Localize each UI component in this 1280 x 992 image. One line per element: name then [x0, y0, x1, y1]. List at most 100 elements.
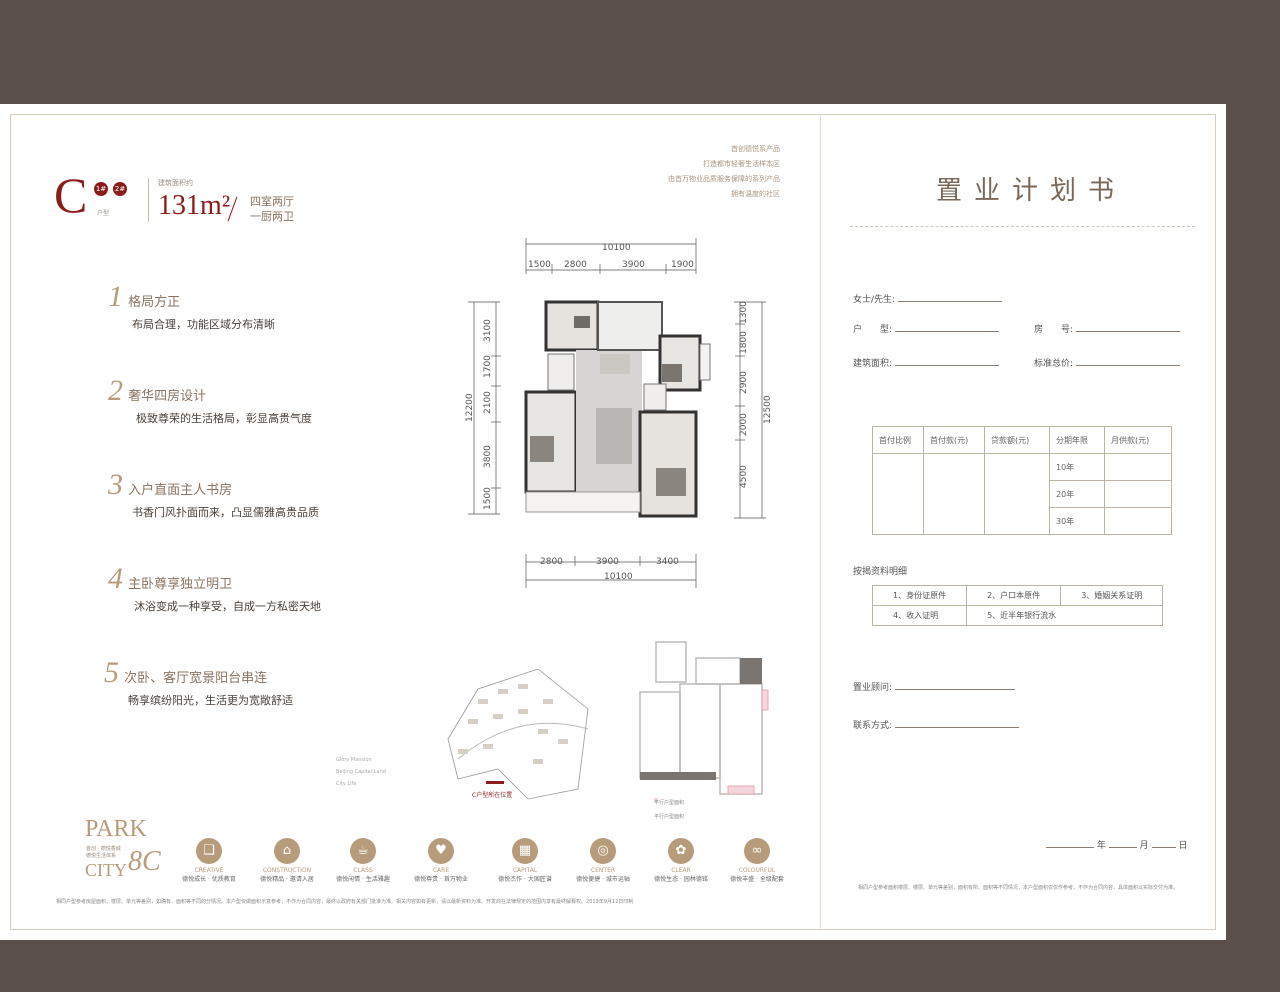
- doc-income: 4、收入证明: [871, 605, 968, 626]
- contact-row: 联系方式:: [853, 718, 1019, 731]
- cell-year-10: 10年: [1049, 453, 1105, 481]
- dim-right-5: 4500: [739, 465, 749, 488]
- th-loan: 贷款额(元): [984, 426, 1050, 454]
- cell-loan[interactable]: [984, 453, 1050, 535]
- plan-title: 置业计划书: [936, 176, 1127, 206]
- type-row: 户 型:: [853, 322, 999, 335]
- area-row: 建筑面积:: [853, 356, 999, 369]
- rings-icon-block: ∞ COLOURFUL 德悦丰盛 · 全级配套: [716, 838, 798, 883]
- cell-monthly-30[interactable]: [1104, 507, 1172, 535]
- room-type-line2: 一厨两卫: [250, 210, 294, 223]
- site-text: Glory Mansion Beijing Capital Land City …: [336, 754, 386, 790]
- feature-desc: 极致尊荣的生活格局，彰显高贵气度: [136, 412, 312, 425]
- client-field[interactable]: [897, 301, 1002, 302]
- th-years: 分期年限: [1049, 426, 1105, 454]
- dim-bottom-3: 3400: [656, 557, 679, 567]
- brand-8c: 8C: [128, 846, 161, 877]
- dim-right-total: 12500: [763, 395, 773, 424]
- center-icon-block: ◎ CENTER 德悦便捷 · 城市运轴: [562, 838, 644, 883]
- total-field[interactable]: [1075, 365, 1180, 366]
- brand-sub: 首创 · 德悦香城 德悦生活体系: [86, 846, 121, 860]
- th-down: 首付款(元): [923, 426, 985, 454]
- site-label: C户型所在位置: [472, 792, 513, 799]
- icon-cn: 德悦闲情 · 生活雅趣: [336, 876, 390, 883]
- dim-left-4: 3800: [483, 445, 493, 468]
- consultant-label: 置业顾问:: [853, 683, 893, 693]
- house-icon: ⌂: [274, 838, 300, 864]
- feature-desc: 布局合理，功能区域分布清晰: [132, 318, 275, 331]
- cell-monthly-20[interactable]: [1104, 480, 1172, 508]
- icon-en: CREATIVE: [194, 867, 224, 874]
- cup-icon-block: ☕ CLASS 德悦闲情 · 生活雅趣: [322, 838, 404, 883]
- feature-title: 入户直面主人书房: [128, 483, 233, 498]
- area-field[interactable]: [894, 365, 999, 366]
- feature-3: 3 入户直面主人书房 书香门风扑面而来，凸显儒雅高贵品质: [108, 468, 319, 520]
- icon-cn: 德悦成长 · 优质教育: [182, 876, 236, 883]
- brand-park: PARK: [85, 816, 147, 842]
- tagline-1: 首创德悦系产品: [731, 145, 780, 153]
- feature-title: 格局方正: [128, 295, 181, 310]
- month-label: 月: [1139, 841, 1149, 851]
- page-frame: [10, 114, 1216, 930]
- feature-desc: 畅享缤纷阳光，生活更为宽敞舒适: [128, 694, 293, 707]
- dim-top-1: 1500: [528, 260, 551, 270]
- room-row: 房 号:: [1034, 322, 1180, 335]
- icon-cn: 德悦丰盛 · 全级配套: [730, 876, 784, 883]
- consultant-field[interactable]: [894, 689, 1015, 690]
- rings-icon: ∞: [744, 838, 770, 864]
- dim-bottom-total: 10100: [604, 572, 633, 582]
- total-row: 标准总价:: [1034, 356, 1180, 369]
- icon-cn: 德悦精品 · 邀请入居: [260, 876, 314, 883]
- book-icon: ❑: [196, 838, 222, 864]
- day-field[interactable]: [1151, 847, 1176, 848]
- legend: 平行户型面积 平行户型面积: [654, 796, 684, 824]
- cell-ratio[interactable]: [872, 453, 924, 535]
- icon-en: CENTER: [590, 867, 616, 874]
- feature-number: 2: [108, 374, 123, 407]
- building-icon-block: ▦ CAPITAL 德悦杰作 · 大国匠谱: [484, 838, 566, 883]
- cell-monthly-10[interactable]: [1104, 453, 1172, 481]
- dim-right-3: 2900: [739, 371, 749, 394]
- title-dots: [850, 226, 1195, 229]
- cup-icon: ☕: [350, 838, 376, 864]
- year-label: 年: [1096, 841, 1106, 851]
- key-plan: [639, 641, 769, 802]
- feature-5: 5 次卧、客厅宽景阳台串连 畅享缤纷阳光，生活更为宽敞舒适: [104, 656, 293, 708]
- docs-title: 按揭资料明细: [853, 567, 908, 577]
- dim-right-1: 1300: [739, 301, 749, 324]
- date-row: 年 月 日: [1046, 838, 1187, 851]
- site-text-3: City Life: [336, 781, 357, 787]
- brand-city: CITY: [85, 860, 127, 880]
- contact-label: 联系方式:: [853, 721, 893, 731]
- feature-4: 4 主卧尊享独立明卫 沐浴变成一种享受，自成一方私密天地: [108, 562, 321, 614]
- plan-rooms: [524, 300, 711, 518]
- dim-bottom-2: 3900: [596, 557, 619, 567]
- dim-right-4: 2000: [739, 413, 749, 436]
- table-row: 20年: [873, 480, 1172, 508]
- contact-field[interactable]: [894, 727, 1019, 728]
- area-field-label: 建筑面积:: [853, 359, 893, 369]
- icon-en: CONSTRUCTION: [262, 867, 312, 874]
- unit-label: 户型: [97, 210, 110, 217]
- disclaimer: 相同户型参考房屋面积、楼层、单元等差别，如确有、面积等不同的分情况。本户型仅做面…: [56, 899, 634, 905]
- icon-en: CLEAR: [671, 867, 691, 874]
- brand-sub-2: 德悦生活体系: [86, 853, 117, 859]
- dim-left-5: 1500: [483, 487, 493, 510]
- header-divider: [148, 178, 149, 222]
- dim-bottom-1: 2800: [540, 557, 563, 567]
- icon-en: CLASS: [353, 867, 373, 874]
- type-field[interactable]: [894, 331, 999, 332]
- icon-en: CARE: [432, 867, 450, 874]
- badge-1: 1#: [94, 182, 108, 196]
- year-field[interactable]: [1046, 847, 1094, 848]
- feature-number: 4: [108, 562, 123, 595]
- cell-down[interactable]: [923, 453, 985, 535]
- type-label: 户 型:: [853, 325, 893, 335]
- dim-top-3: 3900: [622, 260, 645, 270]
- room-field[interactable]: [1075, 331, 1180, 332]
- building-icon: ▦: [512, 838, 538, 864]
- month-field[interactable]: [1108, 847, 1137, 848]
- doc-hukou: 2、户口本原件: [966, 585, 1062, 606]
- tagline-2: 打造都市轻奢生活样本区: [703, 160, 780, 168]
- right-disclaimer: 相同户型参考面积楼层、楼层、单元等差别，面积有所、面积等不同情况，本户型面积仅仅…: [858, 885, 1179, 891]
